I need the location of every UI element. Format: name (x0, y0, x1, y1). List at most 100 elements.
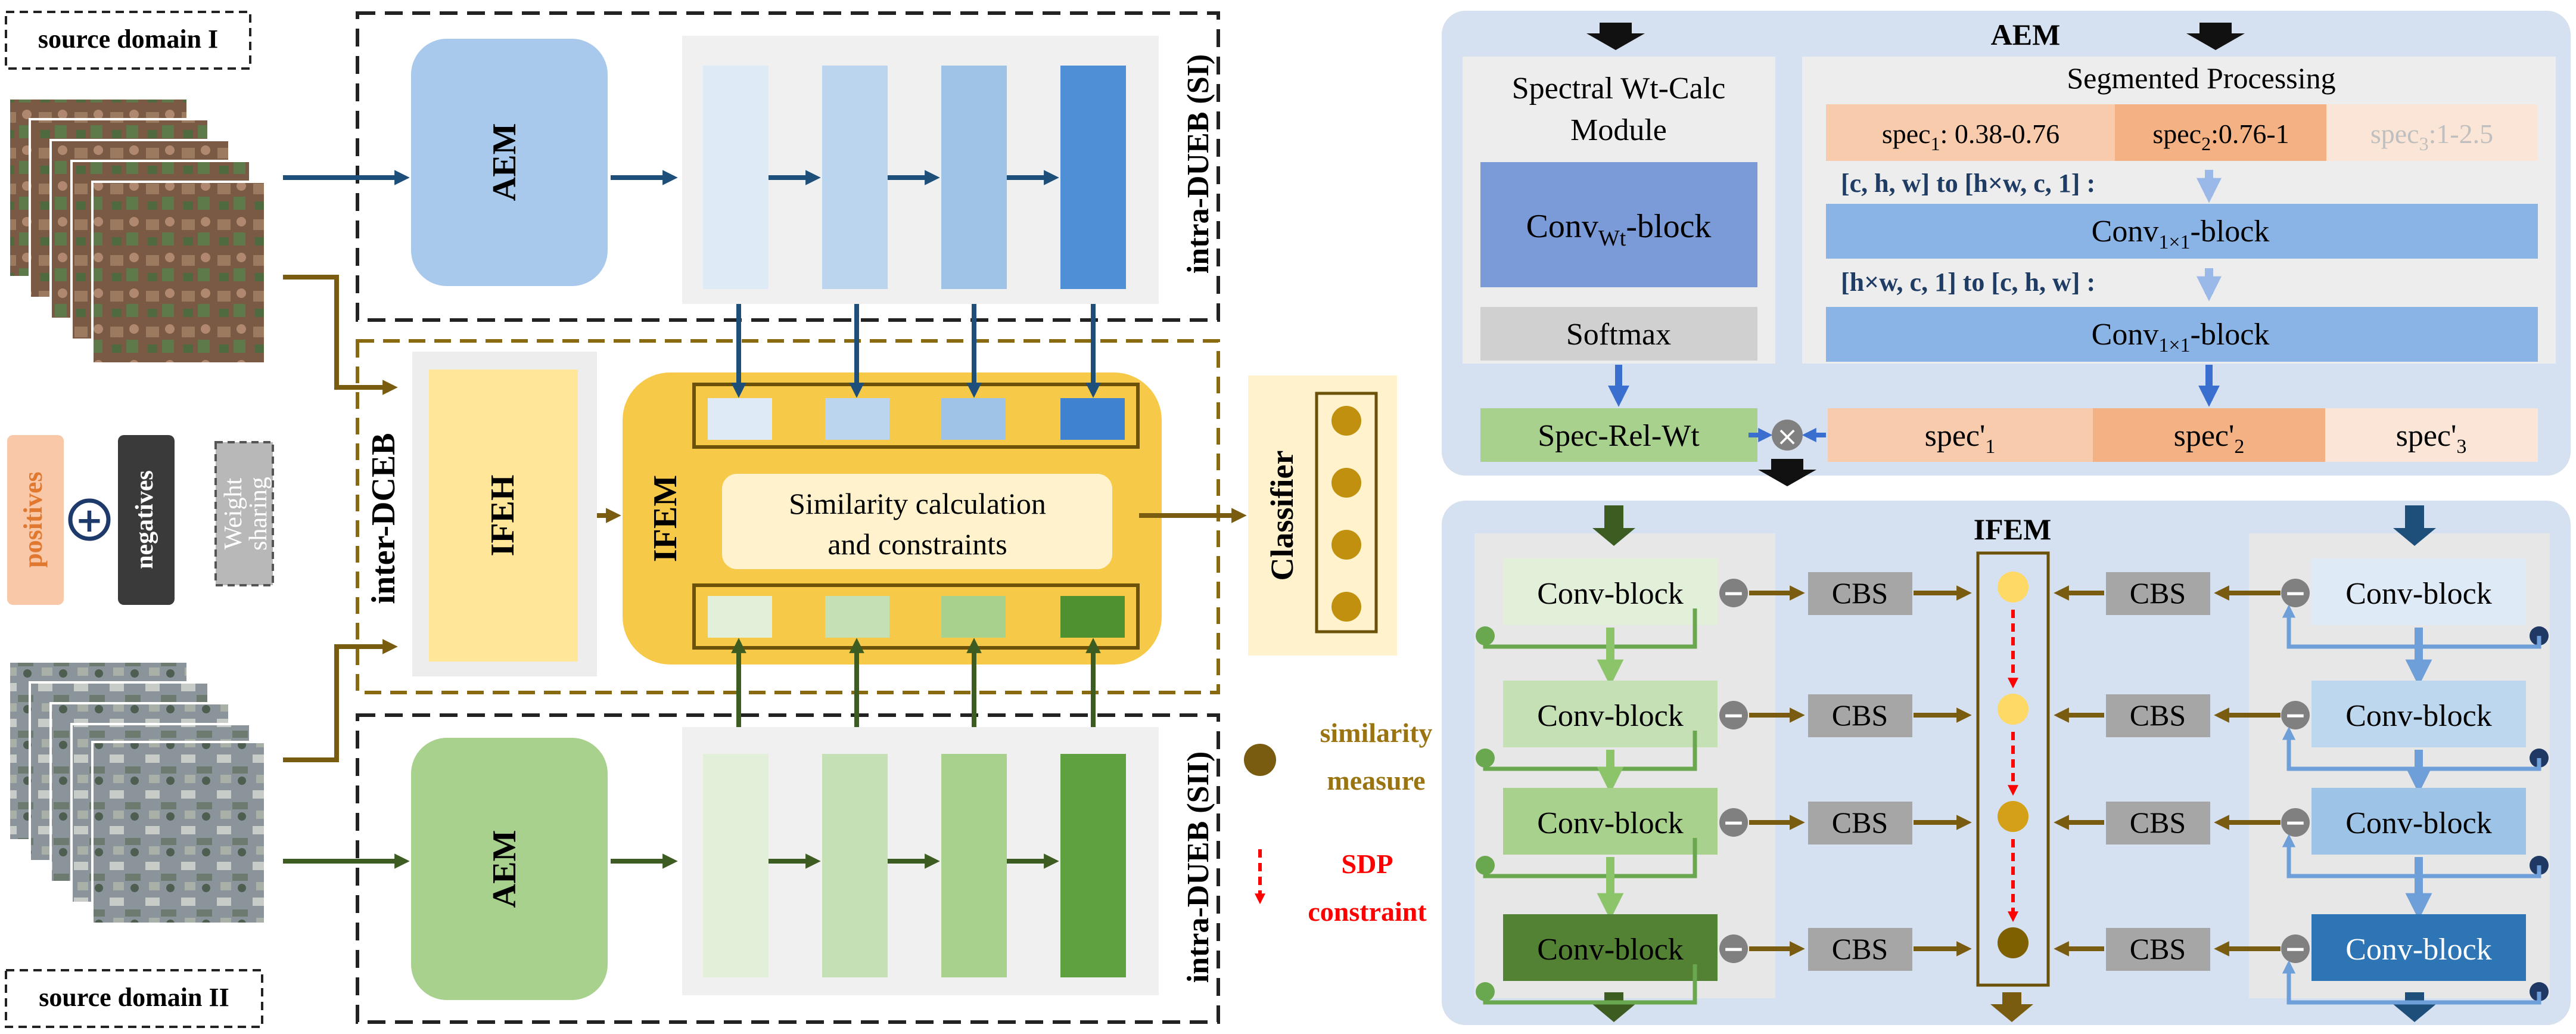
svg-text:×: × (1777, 421, 1799, 452)
svg-text:Weight: Weight (220, 478, 247, 550)
subtract-icon-glyph: − (2285, 700, 2307, 731)
subtract-icon-glyph: − (1723, 700, 1745, 731)
subtract-icon (2281, 934, 2310, 963)
cbs-block-left (1808, 572, 1912, 615)
svg-text:ConvWt-block: ConvWt-block (1526, 208, 1712, 251)
subtract-icon-glyph: − (1723, 578, 1745, 608)
spec3-prime-box (2325, 408, 2538, 462)
svg-text:source domain I: source domain I (38, 24, 218, 54)
skip-line-right (2282, 604, 2541, 649)
conv-in-block-sii-3 (941, 754, 1007, 977)
conv-in-block-si-4 (1060, 66, 1126, 289)
similarity-dot (1998, 694, 2029, 725)
ifem-conv-block-left-label: Conv-block (1537, 699, 1684, 733)
svg-text:Conv1×1-block: Conv1×1-block (2092, 318, 2270, 356)
conv1x1-block-1 (1826, 204, 2538, 259)
cbs-block-left (1808, 928, 1912, 971)
cbs-block-left-label: CBS (1832, 698, 1889, 732)
conv-in-block-sii-1 (703, 754, 769, 977)
subtract-icon-glyph: − (2285, 808, 2307, 838)
conv-in-block-sii-4 (1060, 754, 1126, 977)
reshape-label-2: [h×w, c, 1] to [c, h, w] : (1841, 268, 2095, 297)
subtract-icon (2281, 808, 2310, 837)
ifem-conv-block-right-label: Conv-block (2345, 577, 2492, 611)
weight-sharing-badge: Weight sharing (214, 441, 274, 586)
svg-text:spec'1: spec'1 (1925, 419, 1996, 458)
cbs-block-right-label: CBS (2130, 698, 2186, 732)
cbs-block-right (2106, 572, 2210, 615)
ifem-conv-block-left-label: Conv-block (1537, 577, 1684, 611)
aem-si (411, 39, 608, 286)
legend: similarity measure SDP constraint (1244, 718, 1433, 927)
skip-line-left (1483, 731, 1697, 771)
spec3-box (2326, 104, 2538, 161)
svg-text:Segmented Processing: Segmented Processing (2067, 61, 2335, 95)
ifem-conv-block-left (1503, 788, 1718, 855)
svg-text:Module: Module (1570, 113, 1667, 147)
intra-dueb-si-block: AEM intra-DUEB (SI) (356, 11, 1220, 322)
subtract-icon-glyph: − (2285, 578, 2307, 608)
svg-text:sharing: sharing (245, 477, 272, 551)
positives-badge: positives (7, 435, 64, 605)
similarity-dot (1998, 927, 2029, 958)
intra-dueb-sii-label: intra-DUEB (SII) (1181, 752, 1215, 983)
subtract-icon (1719, 808, 1748, 837)
source-domain-1-label: source domain I (5, 11, 251, 70)
skip-line-right (2282, 960, 2541, 1005)
ifem-panel-title: IFEM (1974, 513, 2052, 546)
spec-rel-wt-block (1480, 408, 1757, 462)
cbs-block-right-label: CBS (2130, 806, 2186, 839)
cbs-block-left-label: CBS (1832, 576, 1889, 610)
cbs-block-left (1808, 802, 1912, 844)
subtract-icon (1719, 579, 1748, 607)
subtract-icon-glyph: − (1723, 934, 1745, 964)
subtract-icon (2281, 579, 2310, 607)
cbs-block-right (2106, 802, 2210, 844)
source-image-stack-2 (8, 660, 266, 925)
conv-in-block-si-2 (822, 66, 888, 289)
svg-text:Similarity calculation: Similarity calculation (789, 487, 1046, 520)
subtract-icon-glyph: − (1723, 808, 1745, 838)
svg-text:positives: positives (18, 471, 48, 567)
similarity-dot (1998, 572, 2029, 603)
spec2-box (2115, 104, 2326, 161)
conv1x1-block-2 (1826, 307, 2538, 362)
ifem-conv-block-left (1503, 914, 1718, 981)
ifem-conv-block-right-label: Conv-block (2345, 699, 2492, 733)
ifeh-block (429, 369, 578, 662)
svg-text:AEM: AEM (486, 830, 523, 908)
svg-text:and constraints: and constraints (827, 527, 1007, 561)
svg-text:Classifier: Classifier (1264, 451, 1300, 581)
skip-line-left (1483, 608, 1697, 649)
multiply-icon: × (1772, 420, 1803, 452)
svg-text:measure: measure (1327, 765, 1425, 796)
conv-in-block-si-1 (703, 66, 769, 289)
svg-text:Conv1×1-block: Conv1×1-block (2092, 215, 2270, 253)
subtract-icon (1719, 934, 1748, 963)
subtract-icon (1719, 701, 1748, 729)
intra-dueb-si-label: intra-DUEB (SI) (1181, 54, 1215, 274)
ifem-conv-block-left-label: Conv-block (1537, 806, 1684, 840)
classifier-block: Classifier (1248, 375, 1397, 656)
similarity-dot (1998, 801, 2029, 832)
ifem-label: IFEM (647, 475, 684, 562)
inter-dceb-label: inter-DCEB (365, 433, 402, 604)
svg-text:constraint: constraint (1308, 896, 1427, 927)
left-arrows (283, 170, 1247, 869)
svg-text:Softmax: Softmax (1566, 318, 1671, 352)
svg-text:similarity: similarity (1320, 718, 1432, 748)
cbs-block-right-label: CBS (2130, 576, 2186, 610)
svg-text:AEM: AEM (486, 123, 523, 201)
ifem-conv-block-left-label: Conv-block (1537, 933, 1684, 967)
svg-text:+: + (76, 501, 104, 540)
similarity-calculation-box (722, 474, 1112, 569)
conv-in-block-si-3 (941, 66, 1007, 289)
source-image-stack-1 (8, 97, 266, 365)
aem-panel-title: AEM (1991, 18, 2061, 51)
cbs-block-left-label: CBS (1832, 932, 1889, 965)
subtract-icon (2281, 701, 2310, 729)
ifem-conv-block-right (2311, 558, 2526, 625)
conv-wt-block (1480, 162, 1757, 287)
